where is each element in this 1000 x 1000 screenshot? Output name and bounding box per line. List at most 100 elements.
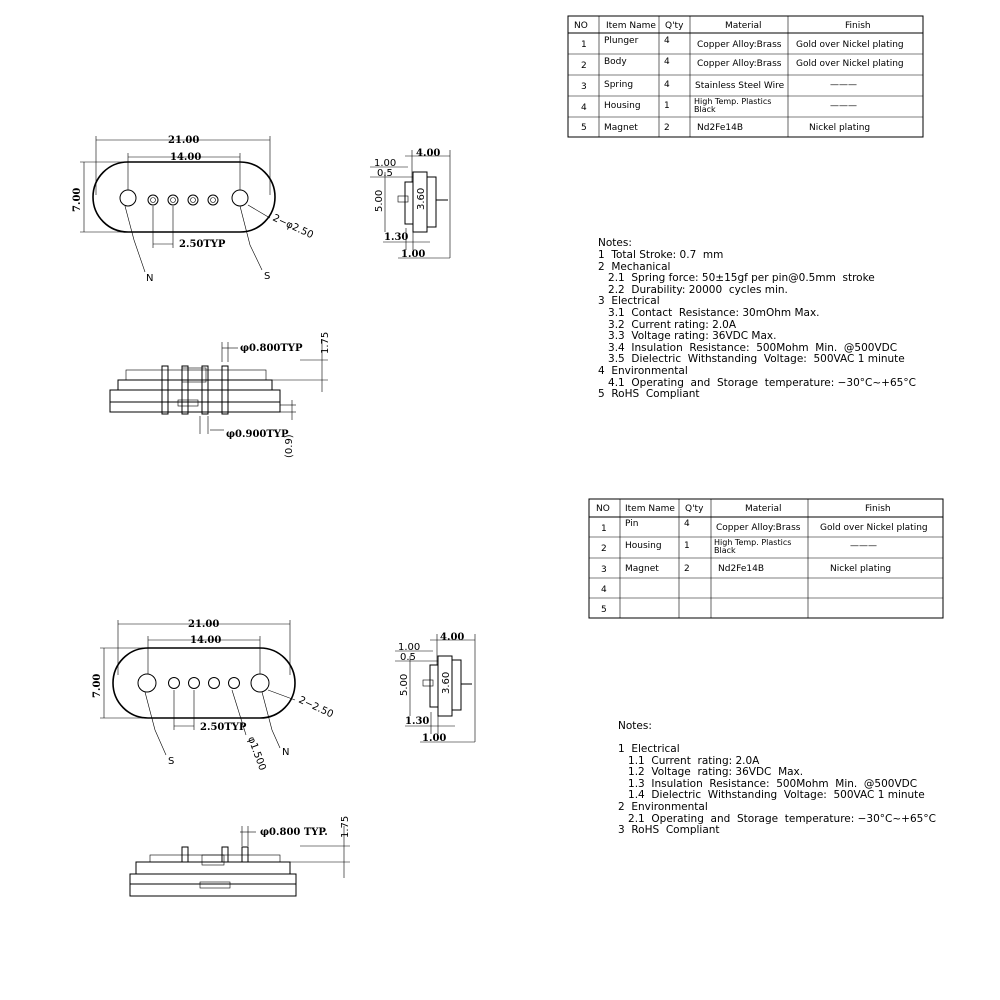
notes1-line: 4 Environmental [598,365,688,377]
pin [147,194,159,206]
notes1-line: 1 Total Stroke: 0.7 mm [598,249,723,261]
table1-cell: 4 [664,36,670,46]
dim-overall: 21.00 [168,135,199,146]
notes1-title: Notes: [598,237,632,249]
pin [228,677,240,689]
notes1-line: 2.2 Durability: 20000 cycles min. [598,284,788,296]
side-dim-d4: 1.00 [401,249,425,260]
table2-cell: 1 [601,524,607,534]
connector-outline [92,161,276,233]
table1-cell: Magnet [604,123,638,133]
notes2-line: 2 Environmental [618,801,708,813]
side-dim-inner: 3.60 [416,188,427,210]
table2-cell: Magnet [625,564,659,574]
table1-cell: Nickel plating [809,123,870,133]
table2-cell: High Temp. Plastics Black [714,538,792,555]
table1-cell: 2 [581,61,587,71]
table1-cell: 4 [664,80,670,90]
table1-cell: High Temp. Plastics Black [694,97,772,114]
table1-cell: ——— [830,80,857,90]
side-dim-d3: 1.30 [405,716,429,727]
table1-cell: ——— [830,101,857,111]
table1-header-finish: Finish [845,21,871,31]
table1-header-item: Item Name [606,21,656,31]
pin-bottom-dia: φ0.900TYP [226,429,289,440]
table1-cell: Body [604,57,627,67]
dim-09: (0.9) [284,434,295,458]
label-n: N [146,273,153,284]
label-s: S [264,271,270,282]
table2-cell: 1 [684,541,690,551]
table1-cell: Housing [604,101,641,111]
table2-header-finish: Finish [865,504,891,514]
table2-header-qty: Q'ty [685,504,704,514]
table2-cell: 2 [684,564,690,574]
drawing2-side-view: 4.00 1.00 0.5 5.00 3.60 1.30 1.00 [395,632,476,744]
drawing1-top-view: 21.00 14.00 7.00 2.50TYP 2−φ2.50 N S [72,135,315,284]
magnet-hole [250,673,270,693]
table1-cell: Plunger [604,36,639,46]
notes2-title: Notes: [618,720,652,732]
pin [181,365,189,415]
dim-center: 14.00 [170,152,201,163]
pin-top-dia: φ0.800TYP [240,343,303,354]
dim-height: 7.00 [72,188,83,212]
table2-cell: 5 [601,605,607,615]
table2-cell: Gold over Nickel plating [820,523,928,533]
table2-cell: Copper Alloy:Brass [716,523,801,533]
table2-cell: Nickel plating [830,564,891,574]
table1-cell: 2 [664,123,670,133]
notes2-line: 2.1 Operating and Storage temperature: −… [618,813,936,825]
magnet-hole [231,189,249,207]
table2-cell: 2 [601,544,607,554]
dim-center: 14.00 [190,635,221,646]
table1-cell: Copper Alloy:Brass [697,59,782,69]
pin [221,846,229,863]
pin [221,365,229,415]
table2-cell: Nd2Fe14B [718,564,764,574]
drawing1-side-view: 4.00 1.00 0.5 5.00 3.60 1.30 1.00 [370,148,451,260]
notes2-line: 1.4 Dielectric Withstanding Voltage: 500… [618,789,925,801]
table1-header-material: Material [725,21,762,31]
side-dim-d4: 1.00 [422,733,446,744]
notes2-line: 1.3 Insulation Resistance: 500Mohm Min. … [618,778,917,790]
notes1-line: 3.4 Insulation Resistance: 500Mohm Min. … [598,342,897,354]
table1-cell: Gold over Nickel plating [796,59,904,69]
drawing1-front-view: φ0.800TYP φ0.900TYP 1.75 (0.9) [109,332,331,458]
dim-pitch: 2.50TYP [200,722,247,733]
table1-cell: Spring [604,80,633,90]
notes2-line: 1 Electrical [618,743,680,755]
side-dim-width: 4.00 [440,632,464,643]
table1-cell: Gold over Nickel plating [796,40,904,50]
dim-overall: 21.00 [188,619,219,630]
notes2-line: 1.2 Voltage rating: 36VDC Max. [618,766,803,778]
notes1-line: 2 Mechanical [598,261,670,273]
label-n: N [282,747,289,758]
dim-175: 1.75 [320,332,331,354]
side-dim-d1: 1.00 [398,642,420,653]
pin [188,677,200,689]
notes1-line: 3.5 Dielectric Withstanding Voltage: 500… [598,353,905,365]
side-dim-height: 5.00 [374,190,385,212]
notes1-line: 3 Electrical [598,295,660,307]
bom-table-1: NO Item Name Q'ty Material Finish 1 Plun… [567,15,924,138]
table1-header-qty: Q'ty [665,21,684,31]
dim-height: 7.00 [92,674,103,698]
notes1-line: 2.1 Spring force: 50±15gf per pin@0.5mm … [598,272,875,284]
table1-cell: 4 [581,103,587,113]
notes1-line: 3.3 Voltage rating: 36VDC Max. [598,330,776,342]
bom-table-2: NO Item Name Q'ty Material Finish 1 Pin … [588,498,944,619]
table1-cell: 4 [664,57,670,67]
table1-cell: 1 [664,101,670,111]
notes1-line: 3.2 Current rating: 2.0A [598,319,737,331]
pin [241,846,249,863]
table1-cell: 3 [581,82,587,92]
side-dim-width: 4.00 [416,148,440,159]
table2-header-material: Material [745,504,782,514]
table2-header-no: NO [596,504,610,514]
table2-material-wrap: High Temp. Plastics Black [714,538,792,555]
notes-2: Notes: 1 Electrical 1.1 Current rating: … [618,720,936,836]
magnet-hole [137,673,157,693]
table2-cell: ——— [850,541,877,551]
table2-cell: Housing [625,541,662,551]
